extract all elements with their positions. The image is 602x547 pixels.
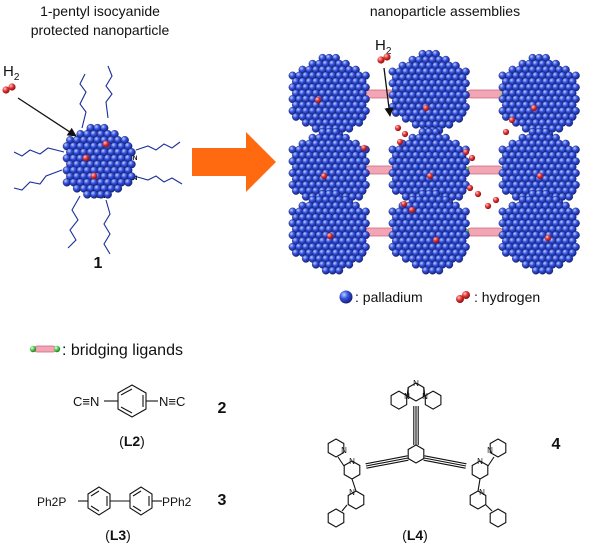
nitrogen-atom: N <box>404 392 410 401</box>
legend-hydrogen: : hydrogen <box>474 289 540 305</box>
compound-L2-structure <box>104 384 158 418</box>
l3-right-group: PPh2 <box>162 495 192 509</box>
aromatic-ring <box>424 390 442 410</box>
hydrogen-atom <box>432 236 440 244</box>
nitrogen-atom: N <box>422 392 428 401</box>
h2-arrow <box>17 97 77 137</box>
aromatic-ring <box>347 490 365 510</box>
hydrogen-atom <box>492 196 500 204</box>
hydrogen-atom <box>400 200 408 208</box>
l3-name: (L3) <box>105 527 131 543</box>
hydrogen-atom <box>474 190 482 198</box>
aromatic-ring <box>327 438 345 458</box>
nanoparticle-cluster <box>62 123 136 199</box>
legend-palladium: : palladium <box>355 289 423 305</box>
hydrogen-legend-icon <box>456 291 470 303</box>
nitrogen-atom: N <box>477 457 483 466</box>
hydrogen-atom <box>401 130 409 138</box>
hydrogen-atom <box>530 104 538 112</box>
nitrogen-atom: N <box>349 457 355 466</box>
hydrogen-atom <box>466 184 474 192</box>
nanoparticle-cluster <box>498 189 580 275</box>
hydrogen-atom <box>462 148 470 156</box>
compound-3-label: 3 <box>218 492 227 509</box>
nitrogen-atom: N <box>479 488 485 497</box>
aromatic-ring <box>327 508 345 528</box>
legend-bridging: : bridging ligands <box>62 342 183 359</box>
hydrogen-atom <box>508 116 516 124</box>
nitrogen-atom: N <box>487 446 493 455</box>
alkyne-triple-bond <box>365 455 409 469</box>
l3-left-group: Ph2P <box>37 495 66 509</box>
nanoparticle-assembly <box>288 49 580 275</box>
hydrogen-atom <box>536 172 544 180</box>
pentyl-isocyanide-ligands <box>13 65 183 255</box>
nanoparticle-cluster <box>288 53 370 139</box>
palladium-legend-icon <box>339 290 353 304</box>
hydrogen-atom <box>102 140 110 148</box>
hydrogen-atom <box>422 104 430 112</box>
hydrogen-atom <box>394 124 402 132</box>
hydrogen-molecule-icon <box>377 53 391 64</box>
hydrogen-atom <box>90 172 98 180</box>
hydrogen-atom <box>396 138 404 146</box>
nitrogen-atom: N <box>341 446 347 455</box>
compound-2-label: 2 <box>218 400 227 417</box>
hydrogen-atom <box>326 232 334 240</box>
alkyne-triple-bond <box>413 406 419 445</box>
right-title: nanoparticle assemblies <box>370 3 520 19</box>
hydrogen-atom <box>426 172 434 180</box>
compound-4-label: 4 <box>552 436 561 453</box>
l2-right-group: N≡C <box>159 394 185 409</box>
l2-name: (L2) <box>119 433 145 449</box>
l4-name: (L4) <box>402 527 428 543</box>
aromatic-ring <box>489 508 507 528</box>
h2-label: H2 <box>3 63 20 83</box>
compound-L3-structure <box>78 486 162 516</box>
hydrogen-atoms <box>314 96 552 244</box>
process-arrow <box>192 132 276 192</box>
h2-arrow-right <box>383 67 394 117</box>
aromatic-ring <box>407 444 425 464</box>
hydrogen-atom <box>82 154 90 162</box>
nanoparticle-cluster <box>388 189 470 275</box>
bridging-ligand-legend-icon <box>29 345 61 353</box>
hydrogen-molecule-icon <box>2 83 16 94</box>
alkyne-triple-bond <box>423 455 467 469</box>
left-title-line2: protected nanoparticle <box>31 22 170 38</box>
aromatic-ring <box>469 490 487 510</box>
aromatic-ring <box>489 438 507 458</box>
hydrogen-atom <box>408 206 416 214</box>
nitrogen-atom: N <box>349 488 355 497</box>
nanoparticle-cluster <box>288 189 370 275</box>
hydrogen-atom <box>468 154 476 162</box>
hydrogen-atom <box>484 202 492 210</box>
hydrogen-atom <box>320 172 328 180</box>
l2-left-group: C≡N <box>73 394 99 409</box>
left-title-line1: 1-pentyl isocyanide <box>40 3 160 19</box>
hydrogen-atom <box>360 144 368 152</box>
aromatic-ring <box>390 390 408 410</box>
cn-label: CN <box>128 155 138 162</box>
hydrogen-atom <box>314 96 322 104</box>
nanoparticle-cluster <box>498 53 580 139</box>
hydrogen-atom <box>544 234 552 242</box>
nitrogen-atom: N <box>413 379 419 388</box>
h2-label-right: H2 <box>375 37 392 57</box>
compound-1-label: 1 <box>94 255 103 272</box>
nanoparticle-cluster <box>388 49 470 135</box>
palladium-nanoparticle-1 <box>62 123 136 199</box>
hydrogen-atom <box>502 128 510 136</box>
